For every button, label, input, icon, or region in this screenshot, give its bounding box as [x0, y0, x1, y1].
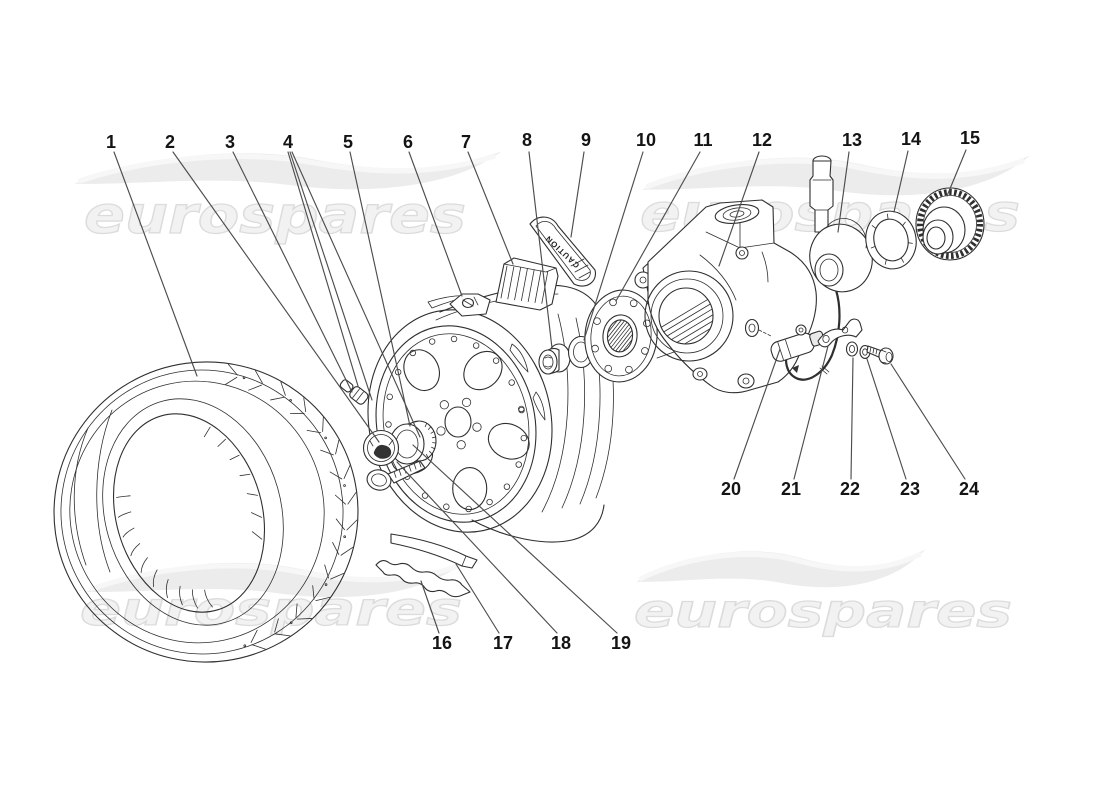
leader-line-18 [396, 461, 558, 634]
leader-line-1 [113, 151, 198, 377]
leader-line-21 [793, 345, 829, 480]
callout-label-1: 1 [106, 132, 116, 152]
leader-line-13 [837, 151, 850, 233]
abs-sensor-drawing [770, 324, 830, 375]
callout-label-10: 10 [636, 130, 656, 150]
callout-label-9: 9 [581, 130, 591, 150]
smooth-weight-strip [390, 533, 478, 569]
watermark-bottom-left: eurospares [79, 561, 466, 637]
callout-label-13: 13 [842, 130, 862, 150]
leader-line-5 [349, 151, 411, 427]
leader-line-2 [172, 151, 380, 443]
callout-label-21: 21 [781, 479, 801, 499]
leader-line-22 [850, 357, 854, 480]
bolt-24 [866, 345, 894, 365]
watermark-text: eurospares [80, 582, 462, 636]
leader-line-6 [408, 151, 463, 297]
balance-weight-strips [375, 533, 478, 598]
leader-line-11 [615, 151, 701, 302]
callout-label-18: 18 [551, 633, 571, 653]
tire-drawing [53, 361, 359, 663]
watermark-top-left: eurospares [74, 151, 502, 247]
leader-line-23 [866, 358, 907, 480]
callout-label-7: 7 [461, 132, 471, 152]
callout-label-14: 14 [901, 129, 921, 149]
caution-tag: CAUTION [529, 216, 596, 287]
wheel-bearing-drawing [809, 218, 873, 293]
watermark-bottom-right: eurospares [633, 549, 1013, 639]
valve-stem-drawing [339, 379, 369, 405]
callout-label-2: 2 [165, 132, 175, 152]
leader-line-15 [946, 149, 967, 197]
callout-label-4: 4 [283, 132, 293, 152]
callout-label-17: 17 [493, 633, 513, 653]
callout-label-22: 22 [840, 479, 860, 499]
callout-label-15: 15 [960, 128, 980, 148]
sensor-bracket-drawing [817, 318, 863, 348]
watermark-text: eurospares [84, 186, 466, 246]
leader-line-4c [291, 151, 421, 438]
leader-line-10 [583, 151, 644, 341]
leader-line-7 [467, 151, 514, 265]
fastener-drawings [845, 341, 894, 365]
leader-line-4a [287, 151, 359, 387]
adhesive-weight-strip [375, 559, 471, 598]
rim-clamp-drawing [449, 293, 491, 317]
leader-line-12 [718, 151, 760, 267]
callout-label-12: 12 [752, 130, 772, 150]
leader-line-19 [412, 444, 618, 634]
callout-label-3: 3 [225, 132, 235, 152]
callout-label-23: 23 [900, 479, 920, 499]
leader-line-4b [289, 151, 373, 401]
wheel-hub-drawing [584, 289, 681, 383]
leader-line-14 [893, 150, 909, 213]
leader-line-16 [420, 580, 440, 634]
callout-label-19: 19 [611, 633, 631, 653]
leader-line-3 [232, 151, 353, 393]
center-cap-drawing [362, 429, 400, 467]
lock-ring-drawing [865, 210, 917, 270]
hub-nut-drawing [538, 343, 571, 375]
callout-label-24: 24 [959, 479, 979, 499]
leader-line-24 [890, 363, 966, 480]
callout-label-20: 20 [721, 479, 741, 499]
watermark-text: eurospares [634, 584, 1012, 638]
center-lock-parts [362, 420, 437, 491]
leader-line-17 [455, 563, 500, 634]
leader-line-9 [570, 151, 585, 238]
callout-label-11: 11 [693, 130, 712, 150]
callout-label-5: 5 [343, 132, 353, 152]
callout-label-6: 6 [403, 132, 413, 152]
leader-line-20 [733, 348, 781, 480]
abs-tone-wheel-drawing [915, 187, 985, 261]
finned-weight-drawing [495, 257, 559, 311]
leader-line-8 [528, 151, 553, 349]
washer-22 [845, 341, 859, 357]
callout-label-16: 16 [432, 633, 452, 653]
castellated-ring-drawing [389, 420, 437, 465]
callout-label-8: 8 [522, 130, 532, 150]
